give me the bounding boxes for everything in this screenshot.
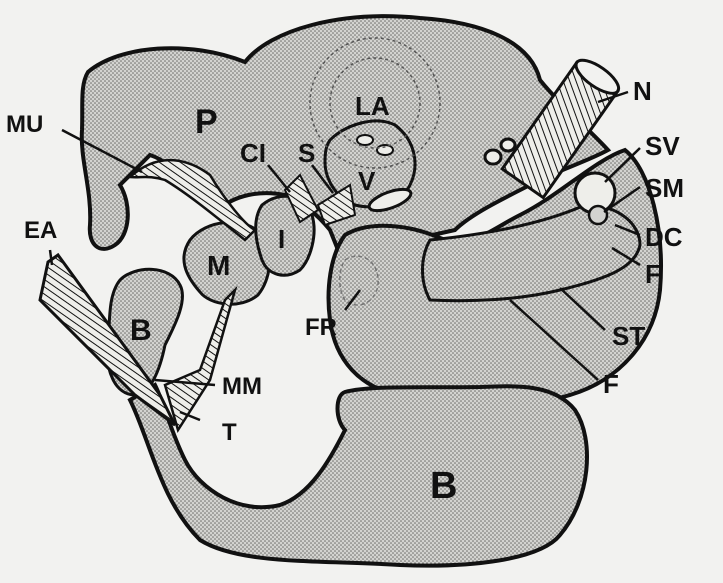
label-SM: SM (645, 173, 684, 203)
label-MM: MM (222, 373, 262, 400)
label-LA: LA (355, 91, 390, 121)
scala-media-shape (589, 206, 607, 224)
label-F-upper: F (645, 259, 661, 289)
label-EA: EA (24, 217, 57, 244)
label-FR: FR (305, 314, 337, 341)
label-CI: CI (240, 138, 266, 168)
label-B-upper: B (130, 314, 152, 347)
small-lump-2 (501, 139, 515, 151)
label-DC: DC (645, 222, 683, 252)
label-ST: ST (612, 321, 645, 351)
label-SV: SV (645, 131, 680, 161)
label-V: V (358, 166, 376, 196)
label-F-lower: F (603, 369, 619, 399)
label-P: P (195, 103, 218, 141)
vestibule-oval-1 (357, 135, 373, 145)
label-S: S (298, 138, 315, 168)
label-MU: MU (6, 111, 43, 138)
label-N: N (633, 76, 652, 106)
label-T: T (222, 419, 237, 446)
small-lump-1 (485, 150, 501, 164)
label-B-lower: B (430, 465, 457, 507)
lower-bulla-region (130, 385, 587, 566)
label-M: M (207, 250, 230, 281)
label-I: I (278, 224, 285, 254)
